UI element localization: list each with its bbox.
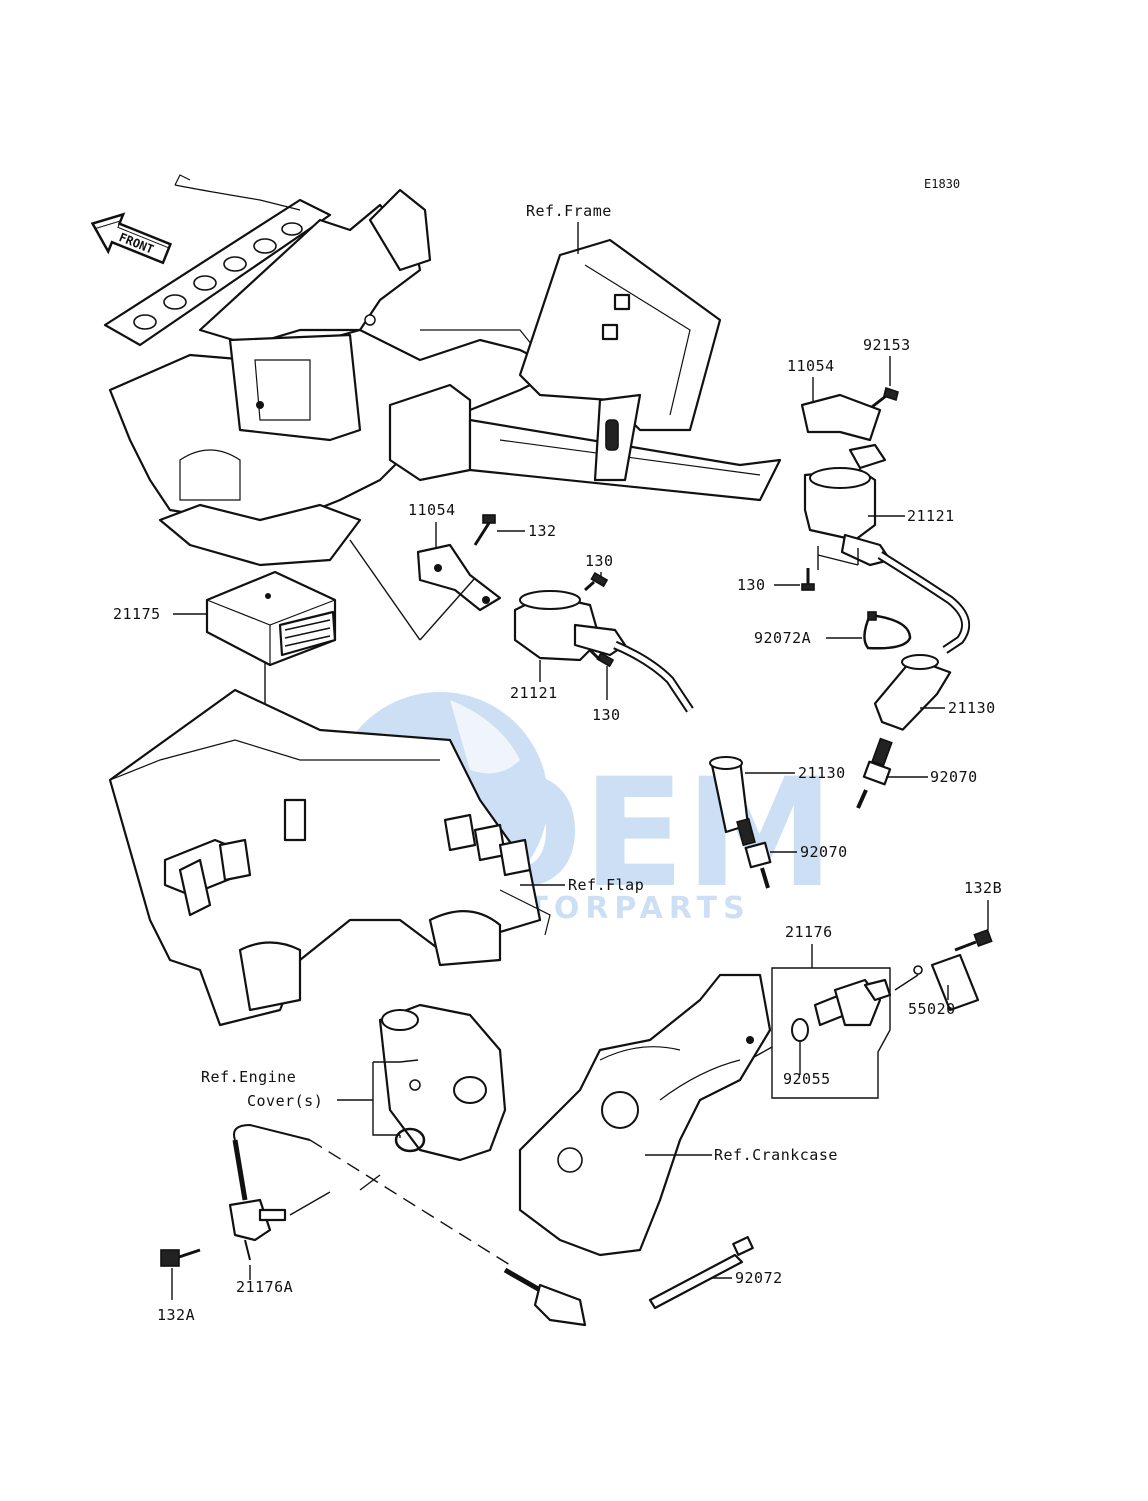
- bolt-130-right: [801, 568, 815, 591]
- o-ring-92055: [791, 1018, 809, 1042]
- part-label-21176A: 21176A: [236, 1278, 293, 1296]
- engine-cover: [378, 1003, 507, 1162]
- bolt-132A: [160, 1248, 201, 1267]
- bolt-130-top: [584, 571, 609, 592]
- ref-engine-label-1: Ref.Engine: [201, 1068, 296, 1086]
- ref-crankcase-label: Ref.Crankcase: [714, 1146, 838, 1164]
- part-label-92055: 92055: [783, 1070, 831, 1088]
- ref-flap-label: Ref.Flap: [568, 876, 644, 894]
- part-label-130-right: 130: [737, 576, 766, 594]
- ref-engine-label-2: Cover(s): [247, 1092, 323, 1110]
- frame-assembly: [103, 174, 782, 567]
- part-label-132A: 132A: [157, 1306, 195, 1324]
- part-label-21121-upper: 21121: [907, 507, 955, 525]
- part-label-132: 132: [528, 522, 557, 540]
- ecu-21175: [205, 570, 337, 667]
- flap-tray: [108, 688, 551, 1027]
- sensor-21176A: [228, 1198, 287, 1261]
- part-label-130-bottom: 130: [592, 706, 621, 724]
- bolt-132: [473, 514, 496, 546]
- part-label-130-top: 130: [585, 552, 614, 570]
- cable-tie-92072: [648, 1236, 754, 1310]
- connector-21176A: [503, 1267, 587, 1327]
- bolt-130-bottom: [588, 648, 615, 668]
- part-label-92070-right: 92070: [930, 768, 978, 786]
- bracket-11054-lower: [416, 543, 502, 612]
- ref-frame-label: Ref.Frame: [526, 202, 612, 220]
- part-label-11054-lower: 11054: [408, 501, 456, 519]
- ignition-coil-lower: [513, 590, 627, 662]
- diagram-code: E1830: [924, 177, 960, 191]
- part-label-92072A: 92072A: [754, 629, 811, 647]
- part-label-21130-left: 21130: [798, 764, 846, 782]
- part-label-92070-left: 92070: [800, 843, 848, 861]
- spark-plug-92070-right: [856, 737, 893, 809]
- crankcase: [518, 973, 772, 1257]
- frame-bracket: [518, 238, 722, 482]
- part-label-92072: 92072: [735, 1269, 783, 1287]
- clamp-92072A: [863, 611, 912, 650]
- part-label-92153: 92153: [863, 336, 911, 354]
- o-ring-engine-cover: [394, 1127, 426, 1153]
- plate-55020: [913, 953, 980, 1012]
- ignition-coil-upper: [803, 467, 892, 567]
- part-label-21175: 21175: [113, 605, 161, 623]
- bracket-21176: [771, 967, 891, 1099]
- part-label-21130-right: 21130: [948, 699, 996, 717]
- part-label-55020: 55020: [908, 1000, 956, 1018]
- plug-cap-21130-left: [709, 756, 750, 834]
- spark-plug-92070-left: [736, 817, 772, 889]
- bolt-132B: [954, 928, 993, 952]
- part-label-21121-lower: 21121: [510, 684, 558, 702]
- part-label-11054-upper: 11054: [787, 357, 835, 375]
- bracket-11054-upper: [800, 393, 887, 470]
- front-arrow-icon: FRONT: [90, 212, 173, 265]
- plug-cap-21130-right: [873, 654, 952, 731]
- part-label-132B: 132B: [964, 879, 1002, 897]
- part-label-21176: 21176: [785, 923, 833, 941]
- crank-sensor-21176: [813, 978, 892, 1027]
